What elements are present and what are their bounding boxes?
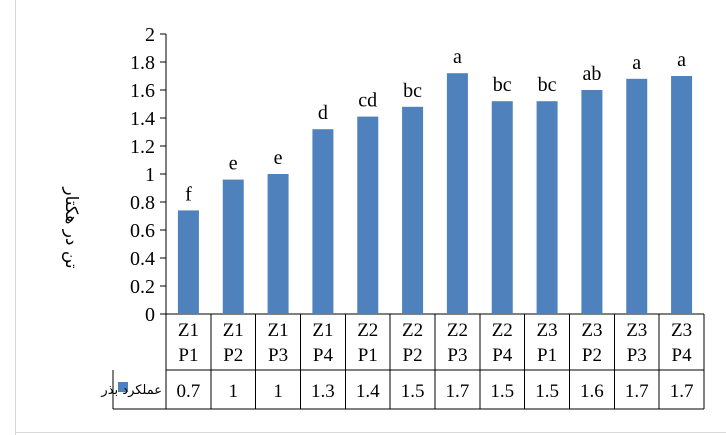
bar-annotation: ab bbox=[582, 63, 601, 85]
bar bbox=[446, 73, 468, 314]
y-tick-label: 0 bbox=[145, 304, 155, 326]
bar-annotation: f bbox=[185, 183, 192, 205]
x-tick-label: Z2 bbox=[492, 320, 513, 341]
x-tick-label: Z1 bbox=[223, 320, 244, 341]
data-table-value: 1.7 bbox=[446, 381, 470, 402]
x-tick-label: P3 bbox=[268, 345, 288, 366]
x-tick-label: P3 bbox=[627, 345, 647, 366]
bar-annotation: cd bbox=[358, 90, 377, 112]
x-tick-label: Z3 bbox=[626, 320, 647, 341]
data-table-value: 1.5 bbox=[401, 381, 425, 402]
data-table-value: 1.4 bbox=[356, 381, 380, 402]
x-tick-label: Z1 bbox=[178, 320, 199, 341]
x-tick-label: Z3 bbox=[581, 320, 602, 341]
x-tick-label: P1 bbox=[178, 345, 198, 366]
y-tick-label: 2 bbox=[145, 24, 155, 46]
legend-label: عملکرد بذر bbox=[100, 383, 162, 398]
bar-annotation: a bbox=[677, 49, 686, 71]
bar bbox=[312, 129, 334, 314]
x-tick-label: Z2 bbox=[402, 320, 423, 341]
bar bbox=[491, 101, 513, 314]
bar-annotation: a bbox=[632, 52, 641, 74]
bar bbox=[581, 90, 603, 314]
bar bbox=[177, 210, 199, 314]
x-tick-label: Z2 bbox=[357, 320, 378, 341]
data-table-value: 1.5 bbox=[490, 381, 514, 402]
y-axis-label: تن در هکتار bbox=[61, 186, 81, 268]
data-table-value: 1.3 bbox=[311, 381, 335, 402]
bar bbox=[671, 76, 693, 314]
bar-annotation: a bbox=[453, 46, 462, 68]
bar bbox=[222, 179, 244, 314]
bar-annotation: d bbox=[318, 102, 328, 124]
y-tick-label: 0.4 bbox=[130, 248, 155, 270]
data-table-value: 1.5 bbox=[535, 381, 559, 402]
x-tick-label: P2 bbox=[403, 345, 423, 366]
page-bottom-border bbox=[15, 432, 726, 433]
data-table-value: 1 bbox=[273, 381, 283, 402]
y-tick-label: 1 bbox=[145, 164, 155, 186]
bar-annotation: bc bbox=[493, 74, 512, 96]
x-tick-label: Z1 bbox=[268, 320, 289, 341]
bar-annotation: e bbox=[229, 153, 238, 175]
y-tick-label: 1.4 bbox=[130, 108, 155, 130]
y-tick-label: 1.2 bbox=[130, 136, 155, 158]
bar bbox=[402, 106, 424, 314]
page-left-border bbox=[15, 0, 16, 435]
y-tick-label: 0.8 bbox=[130, 192, 155, 214]
x-tick-label: Z1 bbox=[312, 320, 333, 341]
bar-annotation: e bbox=[274, 147, 283, 169]
data-table-value: 1.7 bbox=[670, 381, 694, 402]
x-tick-label: P2 bbox=[223, 345, 243, 366]
y-tick-label: 1.8 bbox=[130, 52, 155, 74]
bar bbox=[626, 78, 648, 314]
x-tick-label: P4 bbox=[672, 345, 693, 366]
x-tick-label: Z3 bbox=[671, 320, 692, 341]
legend-swatch bbox=[118, 382, 128, 392]
bar bbox=[357, 116, 379, 314]
data-table-value: 1.7 bbox=[625, 381, 649, 402]
bar bbox=[536, 101, 558, 314]
x-tick-label: Z2 bbox=[447, 320, 468, 341]
data-table-value: 1.6 bbox=[580, 381, 604, 402]
x-tick-label: P4 bbox=[313, 345, 334, 366]
data-table-value: 0.7 bbox=[177, 381, 201, 402]
x-tick-label: P1 bbox=[537, 345, 557, 366]
y-tick-label: 0.2 bbox=[130, 276, 155, 298]
y-tick-label: 1.6 bbox=[130, 80, 155, 102]
x-tick-label: P1 bbox=[358, 345, 378, 366]
x-tick-label: P3 bbox=[447, 345, 467, 366]
x-tick-label: Z3 bbox=[537, 320, 558, 341]
y-tick-label: 0.6 bbox=[130, 220, 155, 242]
bar bbox=[267, 174, 289, 314]
bar-annotation: bc bbox=[538, 74, 557, 96]
x-tick-label: P4 bbox=[492, 345, 513, 366]
data-table-value: 1 bbox=[229, 381, 239, 402]
x-tick-label: P2 bbox=[582, 345, 602, 366]
bar-annotation: bc bbox=[403, 80, 422, 102]
